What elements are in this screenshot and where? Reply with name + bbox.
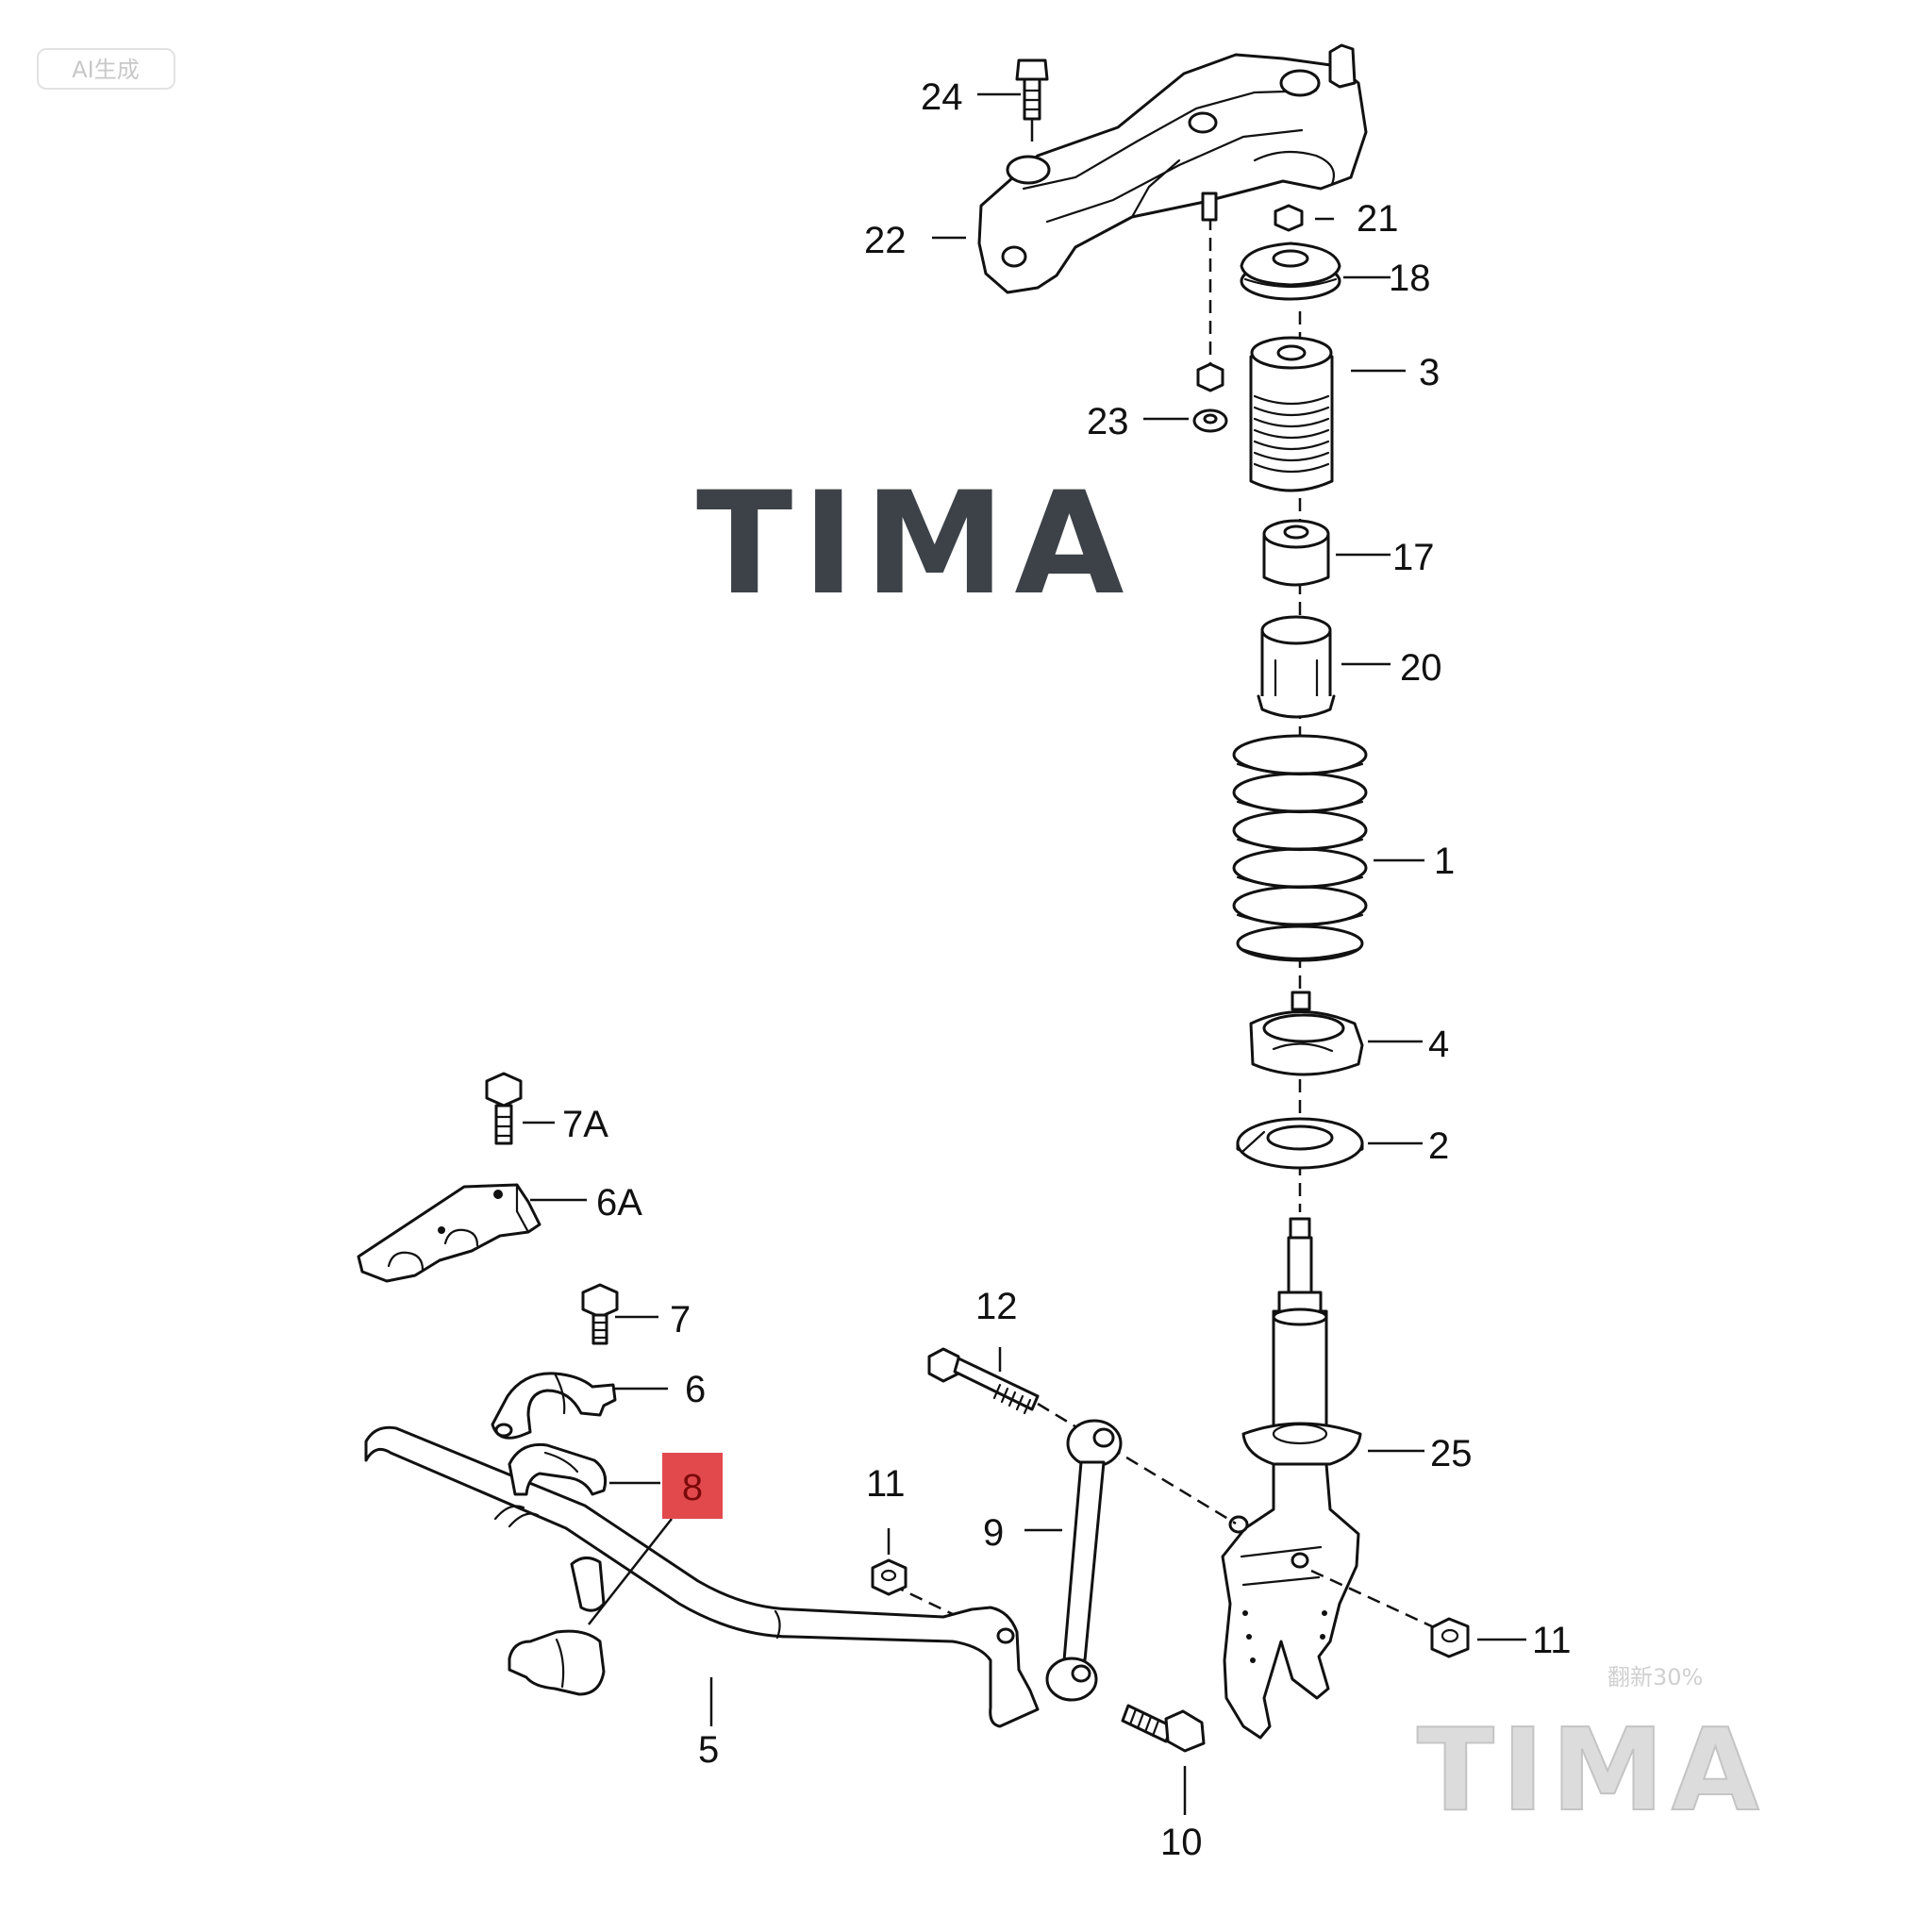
bushing-8-on-bar: [570, 1557, 606, 1612]
leader-lines: [523, 92, 1526, 1815]
spring-pad-4: [1249, 991, 1364, 1076]
nut-21: [1274, 204, 1304, 232]
callout-25: 25: [1430, 1433, 1473, 1474]
nut-11-left: [871, 1558, 908, 1596]
bump-stop-17: [1262, 519, 1330, 587]
watermark-corner: TIMA: [1417, 1706, 1767, 1837]
watermark-main: TIMA: [696, 462, 1134, 626]
callout-20: 20: [1400, 647, 1442, 689]
callout-24: 24: [921, 76, 963, 118]
callout-2: 2: [1428, 1125, 1449, 1167]
callout-11-left: 11: [866, 1463, 906, 1505]
bolt-7A: [485, 1072, 523, 1145]
callout-6A: 6A: [596, 1182, 642, 1224]
callout-22: 22: [864, 220, 907, 261]
bushing-8-upper: [508, 1442, 608, 1496]
bolt-12-axis-line: [1037, 1402, 1237, 1525]
strut-knuckle: [1221, 1462, 1360, 1740]
callout-17: 17: [1392, 537, 1435, 578]
shock-absorber-strut: [1221, 1217, 1362, 1740]
callout-4: 4: [1428, 1024, 1449, 1065]
watermark-corner-small: 翻新30%: [1607, 1664, 1703, 1690]
bolt-7: [581, 1283, 619, 1345]
callout-23: 23: [1087, 401, 1129, 442]
callout-labels: 24 22 21 18 3 23 17 20 1 4 2 7A 6A 7 6 8…: [562, 76, 1572, 1863]
callout-18: 18: [1389, 258, 1431, 299]
spring-seat-2: [1236, 1117, 1364, 1170]
callout-8: 8: [682, 1467, 703, 1508]
bolt-12: [927, 1347, 1040, 1415]
callout-7A: 7A: [562, 1104, 608, 1145]
protective-sleeve-20: [1257, 615, 1336, 719]
nut-11-right: [1430, 1617, 1470, 1658]
callout-5: 5: [698, 1729, 719, 1771]
upper-mount-bracket: [977, 43, 1368, 294]
callout-1: 1: [1434, 841, 1455, 882]
ai-badge: AI生成: [37, 48, 175, 90]
top-mount-18: [1240, 242, 1341, 301]
dust-boot-3: [1249, 336, 1334, 492]
callout-11-right: 11: [1532, 1620, 1572, 1661]
highlight-box-8: [662, 1453, 723, 1519]
clamp-6: [491, 1372, 617, 1440]
callout-7: 7: [670, 1299, 691, 1341]
stabilizer-link-9: [1045, 1419, 1123, 1702]
bushing-8-lower: [508, 1629, 606, 1696]
nut-23: [1192, 362, 1228, 433]
nut-11b-axis-line: [1310, 1569, 1435, 1629]
callout-9: 9: [983, 1512, 1004, 1554]
callout-12: 12: [975, 1286, 1018, 1327]
callout-21: 21: [1357, 198, 1399, 240]
bolt-24: [1015, 58, 1049, 142]
stabilizer-bar-5: [364, 1425, 1040, 1728]
callout-6: 6: [685, 1369, 706, 1410]
callout-10: 10: [1160, 1822, 1203, 1863]
bolt-10: [1121, 1704, 1206, 1753]
callout-3: 3: [1419, 352, 1440, 393]
bracket-plate-6A: [357, 1183, 541, 1283]
ai-badge-text: AI生成: [72, 57, 140, 83]
coil-spring-1: [1232, 734, 1368, 962]
